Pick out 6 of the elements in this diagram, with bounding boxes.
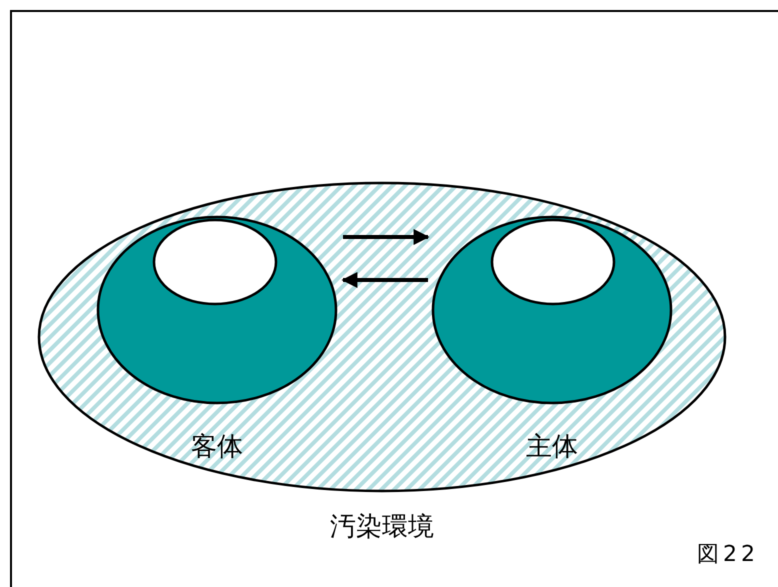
node-label: 主体 [526, 432, 578, 462]
node-label: 汚染環境 [330, 512, 434, 542]
node-label: 客体 [191, 432, 243, 462]
arrow [341, 272, 428, 288]
figure-number: 図22 [697, 541, 759, 569]
arrow [343, 229, 430, 245]
